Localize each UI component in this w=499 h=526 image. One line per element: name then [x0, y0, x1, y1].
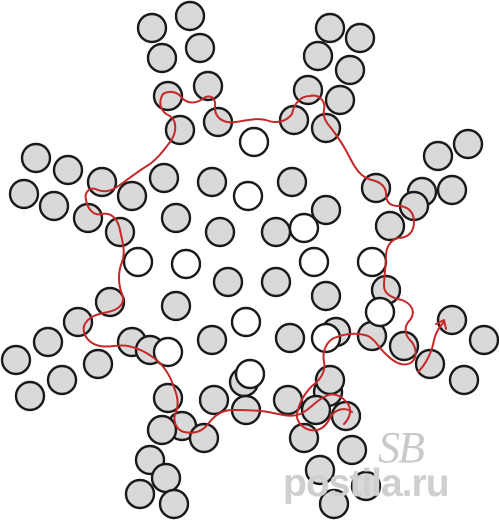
bead-gray: [318, 488, 350, 520]
bead-gray: [414, 348, 446, 380]
bead-gray: [374, 210, 406, 242]
bead-gray: [324, 84, 356, 116]
bead-gray: [82, 348, 114, 380]
bead-white: [238, 126, 270, 158]
bead-gray: [212, 266, 244, 298]
bead-gray: [310, 194, 342, 226]
bead-gray: [32, 326, 64, 358]
thread-path: [162, 90, 417, 432]
bead-gray: [8, 178, 40, 210]
bead-gray: [310, 280, 342, 312]
bead-gray: [146, 414, 178, 446]
bead-gray: [150, 462, 182, 494]
bead-gray: [116, 180, 148, 212]
bead-gray: [38, 190, 70, 222]
bead-gray: [452, 128, 484, 160]
bead-gray: [136, 12, 168, 44]
bead-gray: [292, 74, 324, 106]
bead-gray: [302, 40, 334, 72]
bead-gray: [388, 330, 420, 362]
bead-gray: [344, 22, 376, 54]
bead-gray: [124, 478, 156, 510]
bead-white: [364, 296, 396, 328]
thread-outer-path: [82, 93, 352, 434]
bead-gray: [148, 162, 180, 194]
bead-gray: [158, 488, 190, 520]
bead-gray: [0, 344, 32, 376]
bead-gray: [304, 454, 336, 486]
bead-gray: [310, 112, 342, 144]
bead-gray: [164, 114, 196, 146]
bead-gray: [360, 172, 392, 204]
bead-gray: [260, 266, 292, 298]
bead-gray: [196, 166, 228, 198]
bead-gray: [330, 400, 362, 432]
bead-gray: [152, 80, 184, 112]
bead-gray: [350, 470, 382, 502]
bead-gray: [448, 364, 480, 396]
bead-white: [170, 248, 202, 280]
bead-white: [288, 212, 320, 244]
bead-gray: [334, 54, 366, 86]
bead-gray: [184, 32, 216, 64]
bead-gray: [146, 42, 178, 74]
bead-white: [298, 246, 330, 278]
bead-gray: [46, 364, 78, 396]
bead-gray: [204, 216, 236, 248]
bead-white: [122, 246, 154, 278]
bead-gray: [314, 364, 346, 396]
bead-gray: [160, 202, 192, 234]
bead-gray: [20, 142, 52, 174]
bead-white: [310, 322, 342, 354]
bead-gray: [160, 290, 192, 322]
bead-gray: [422, 140, 454, 172]
bead-gray: [196, 324, 228, 356]
arrow-end-icon: [417, 319, 447, 373]
bead-white: [230, 306, 262, 338]
bead-white: [356, 246, 388, 278]
bead-gray: [14, 380, 46, 412]
bead-white: [232, 180, 264, 212]
bead-gray: [300, 394, 332, 426]
bead-gray: [52, 154, 84, 186]
bead-gray: [174, 0, 206, 32]
bead-gray: [198, 384, 230, 416]
bead-gray: [314, 12, 346, 44]
bead-gray: [468, 324, 499, 356]
bead-white: [234, 358, 266, 390]
bead-gray: [336, 434, 368, 466]
bead-gray: [276, 166, 308, 198]
bead-gray: [436, 174, 468, 206]
bead-gray: [260, 216, 292, 248]
bead-gray: [274, 322, 306, 354]
bead-gray: [62, 306, 94, 338]
bead-gray: [192, 70, 224, 102]
bead-white: [152, 336, 184, 368]
